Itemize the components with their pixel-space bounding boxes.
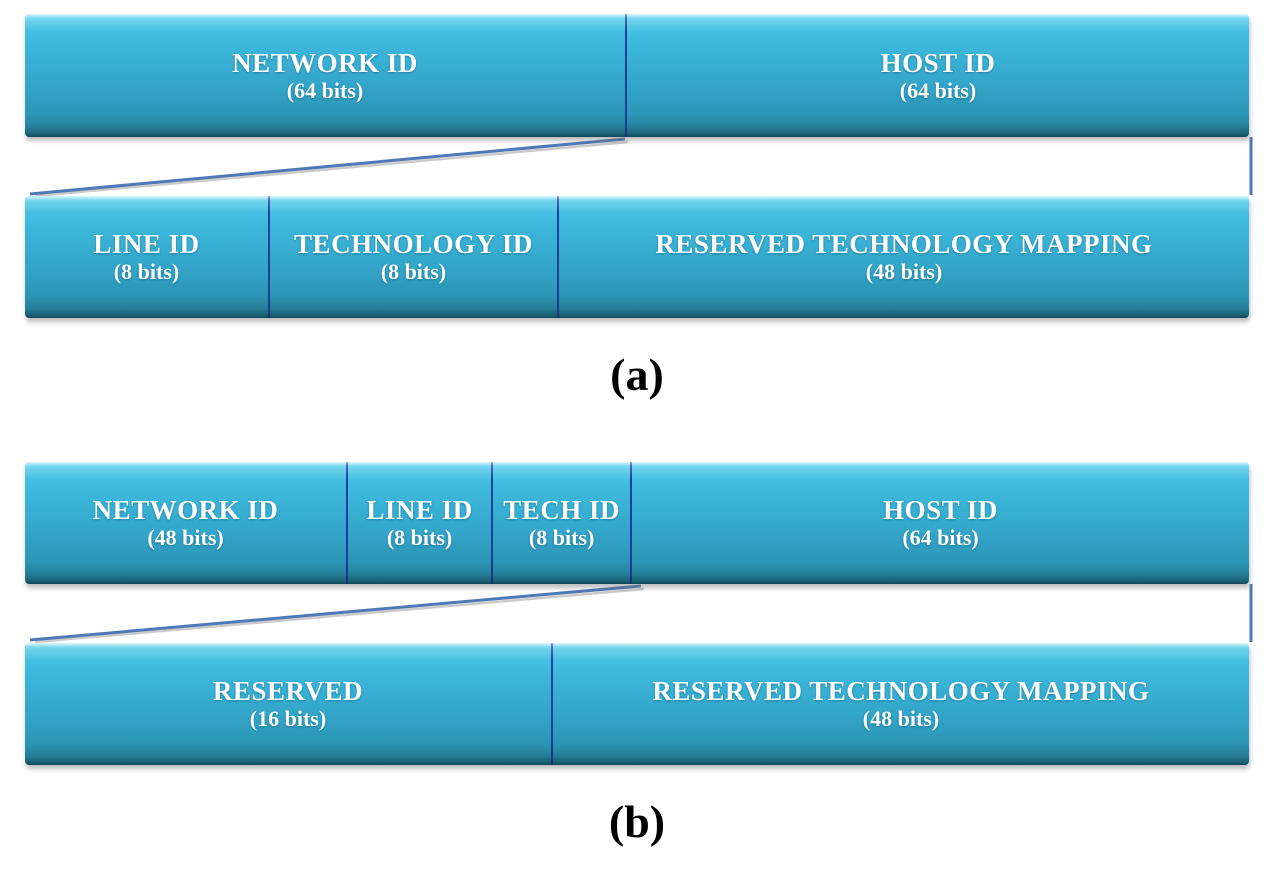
field-bits: (8 bits) bbox=[113, 259, 180, 284]
panel-a-bottom-row: LINE ID (8 bits) TECHNOLOGY ID (8 bits) … bbox=[25, 196, 1249, 318]
field-bits: (64 bits) bbox=[899, 77, 977, 103]
field-line-id-b: LINE ID (8 bits) bbox=[346, 462, 492, 584]
panel-b-caption: (b) bbox=[608, 796, 666, 847]
panel-a-top-row: NETWORK ID (64 bits) HOST ID (64 bits) bbox=[25, 14, 1249, 137]
field-title: TECHNOLOGY ID bbox=[294, 229, 533, 259]
field-title: HOST ID bbox=[880, 47, 996, 78]
field-reserved-technology-mapping-b: RESERVED TECHNOLOGY MAPPING (48 bits) bbox=[550, 643, 1249, 765]
field-bits: (8 bits) bbox=[386, 525, 453, 550]
field-bits: (48 bits) bbox=[147, 525, 224, 550]
field-host-id-a: HOST ID (64 bits) bbox=[625, 14, 1249, 137]
connector-shadow-line bbox=[34, 587, 645, 643]
connector-shadow-line bbox=[34, 140, 629, 196]
field-title: TECH ID bbox=[503, 495, 620, 525]
field-reserved-b: RESERVED (16 bits) bbox=[25, 643, 551, 765]
field-title: HOST ID bbox=[883, 495, 998, 525]
field-title: NETWORK ID bbox=[232, 47, 418, 78]
field-line-id-a: LINE ID (8 bits) bbox=[25, 196, 268, 318]
field-title: NETWORK ID bbox=[92, 495, 279, 525]
field-bits: (48 bits) bbox=[862, 706, 940, 731]
field-bits: (16 bits) bbox=[249, 706, 327, 731]
field-bits: (8 bits) bbox=[528, 525, 595, 550]
field-network-id-a: NETWORK ID (64 bits) bbox=[25, 14, 625, 137]
panel-b: NETWORK ID (48 bits) LINE ID (8 bits) TE… bbox=[25, 462, 1254, 845]
field-title: LINE ID bbox=[93, 229, 200, 259]
field-bits: (48 bits) bbox=[865, 259, 943, 284]
connector-diagonal-line bbox=[29, 137, 626, 196]
field-bits: (64 bits) bbox=[902, 525, 979, 550]
field-bits: (64 bits) bbox=[286, 77, 364, 103]
panel-b-top-row: NETWORK ID (48 bits) LINE ID (8 bits) TE… bbox=[25, 462, 1249, 584]
field-reserved-technology-mapping-a: RESERVED TECHNOLOGY MAPPING (48 bits) bbox=[556, 196, 1249, 318]
field-bits: (8 bits) bbox=[380, 259, 447, 284]
panel-b-bottom-row: RESERVED (16 bits) RESERVED TECHNOLOGY M… bbox=[25, 643, 1249, 765]
expansion-connector-a bbox=[29, 137, 1253, 196]
field-network-id-b: NETWORK ID (48 bits) bbox=[25, 462, 347, 584]
field-host-id-b: HOST ID (64 bits) bbox=[630, 462, 1249, 584]
field-technology-id-a: TECHNOLOGY ID (8 bits) bbox=[267, 196, 557, 318]
panel-a-caption: (a) bbox=[610, 349, 664, 400]
panel-a: NETWORK ID (64 bits) HOST ID (64 bits) L… bbox=[25, 14, 1254, 398]
field-title: RESERVED bbox=[212, 676, 364, 706]
connector-diagonal-line bbox=[29, 584, 642, 642]
field-title: RESERVED TECHNOLOGY MAPPING bbox=[655, 229, 1153, 259]
field-tech-id-b: TECH ID (8 bits) bbox=[491, 462, 631, 584]
expansion-connector-b bbox=[29, 584, 1253, 643]
field-title: RESERVED TECHNOLOGY MAPPING bbox=[652, 676, 1150, 706]
field-title: LINE ID bbox=[366, 495, 473, 525]
